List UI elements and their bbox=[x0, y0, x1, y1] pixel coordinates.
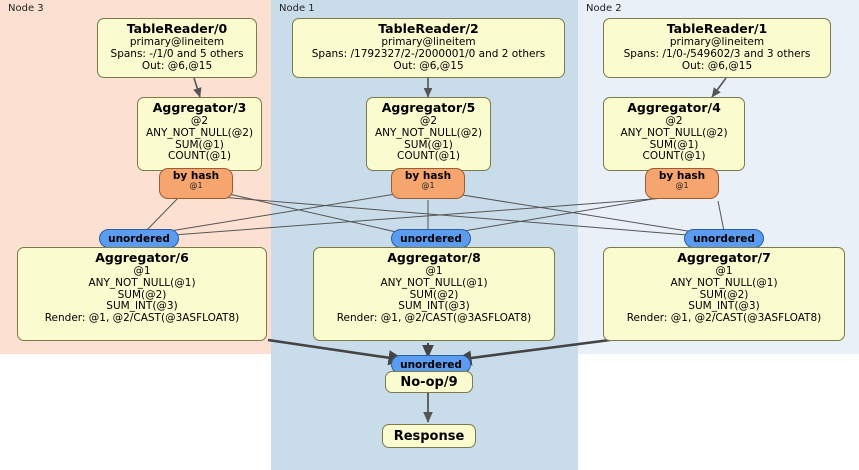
processor-aggregator-6[interactable]: Aggregator/6 @1 ANY_NOT_NULL(@1) SUM(@2)… bbox=[17, 247, 267, 341]
processor-line: SUM(@2) bbox=[117, 288, 167, 301]
router-column: @1 bbox=[421, 181, 435, 191]
processor-line: SUM_INT(@3) bbox=[398, 300, 470, 313]
receiver-label: unordered bbox=[400, 232, 462, 245]
processor-title: TableReader/1 bbox=[666, 21, 768, 36]
processor-line: SUM(@1) bbox=[175, 138, 224, 151]
processor-title: Aggregator/4 bbox=[627, 100, 721, 115]
router-column: @1 bbox=[675, 181, 689, 191]
router-by-hash-right[interactable]: by hash @1 bbox=[645, 168, 719, 199]
processor-line: ANY_NOT_NULL(@2) bbox=[620, 126, 728, 139]
processor-tablereader-2[interactable]: TableReader/2 primary@lineitem Spans: /1… bbox=[292, 18, 565, 78]
router-label: by hash bbox=[172, 170, 220, 182]
processor-line: @1 bbox=[133, 265, 151, 277]
processor-line: COUNT(@1) bbox=[642, 150, 706, 163]
receiver-label: unordered bbox=[693, 232, 755, 245]
processor-aggregator-3[interactable]: Aggregator/3 @2 ANY_NOT_NULL(@2) SUM(@1)… bbox=[137, 97, 262, 171]
processor-title: Aggregator/8 bbox=[387, 250, 481, 265]
processor-aggregator-4[interactable]: Aggregator/4 @2 ANY_NOT_NULL(@2) SUM(@1)… bbox=[603, 97, 745, 171]
processor-line: Render: @1, @2/CAST(@3ASFLOAT8) bbox=[44, 312, 240, 324]
processor-tablereader-1[interactable]: TableReader/1 primary@lineitem Spans: /1… bbox=[603, 18, 831, 78]
router-label: by hash bbox=[658, 170, 706, 182]
receiver-unordered-right[interactable]: unordered bbox=[684, 229, 764, 248]
processor-line: Spans: /1792327/2-/2000001/0 and 2 other… bbox=[311, 47, 546, 60]
processor-line: Render: @1, @2/CAST(@3ASFLOAT8) bbox=[626, 312, 822, 324]
processor-noop-9[interactable]: No-op/9 bbox=[385, 371, 473, 393]
processor-response[interactable]: Response bbox=[382, 424, 476, 448]
processor-line: ANY_NOT_NULL(@2) bbox=[374, 126, 483, 139]
processor-title: Aggregator/6 bbox=[95, 250, 189, 265]
processor-line: primary@lineitem bbox=[129, 36, 225, 48]
processor-line: SUM(@2) bbox=[699, 288, 749, 301]
router-by-hash-left[interactable]: by hash @1 bbox=[159, 168, 233, 199]
router-column: @1 bbox=[189, 181, 203, 191]
router-label: by hash bbox=[404, 170, 452, 182]
processor-line: COUNT(@1) bbox=[168, 150, 231, 163]
receiver-unordered-left[interactable]: unordered bbox=[99, 229, 179, 248]
processor-title: TableReader/0 bbox=[126, 21, 228, 36]
processor-line: @2 bbox=[665, 115, 683, 127]
processor-line: Spans: /1/0-/549602/3 and 3 others bbox=[623, 47, 811, 60]
processor-line: @2 bbox=[419, 115, 438, 127]
processor-title: Response bbox=[393, 428, 465, 444]
processor-aggregator-7[interactable]: Aggregator/7 @1 ANY_NOT_NULL(@1) SUM(@2)… bbox=[603, 247, 845, 341]
processor-tablereader-0[interactable]: TableReader/0 primary@lineitem Spans: -/… bbox=[97, 18, 257, 78]
processor-line: SUM_INT(@3) bbox=[106, 300, 178, 313]
processor-line: @2 bbox=[190, 115, 209, 127]
panel-node-3-label: Node 3 bbox=[8, 3, 44, 14]
processor-title: TableReader/2 bbox=[378, 21, 479, 36]
processor-aggregator-8[interactable]: Aggregator/8 @1 ANY_NOT_NULL(@1) SUM(@2)… bbox=[313, 247, 555, 341]
processor-line: primary@lineitem bbox=[669, 36, 765, 48]
receiver-unordered-middle[interactable]: unordered bbox=[391, 229, 471, 248]
processor-line: SUM_INT(@3) bbox=[688, 300, 760, 313]
receiver-label: unordered bbox=[108, 232, 170, 245]
processor-line: ANY_NOT_NULL(@1) bbox=[670, 276, 778, 289]
processor-line: @1 bbox=[425, 265, 443, 277]
processor-title: Aggregator/5 bbox=[381, 100, 476, 115]
processor-line: SUM(@1) bbox=[649, 138, 699, 151]
processor-line: ANY_NOT_NULL(@1) bbox=[380, 276, 488, 289]
processor-line: Out: @6,@15 bbox=[393, 59, 464, 72]
processor-line: primary@lineitem bbox=[381, 36, 476, 48]
processor-title: Aggregator/7 bbox=[677, 250, 771, 265]
processor-line: Spans: -/1/0 and 5 others bbox=[110, 47, 244, 60]
processor-line: COUNT(@1) bbox=[397, 150, 460, 163]
panel-node-2-label: Node 2 bbox=[586, 3, 622, 14]
processor-line: Render: @1, @2/CAST(@3ASFLOAT8) bbox=[336, 312, 532, 324]
processor-line: @1 bbox=[715, 265, 733, 277]
processor-line: ANY_NOT_NULL(@2) bbox=[145, 126, 254, 139]
processor-title: Aggregator/3 bbox=[152, 100, 247, 115]
processor-line: ANY_NOT_NULL(@1) bbox=[88, 276, 196, 289]
processor-line: SUM(@2) bbox=[409, 288, 459, 301]
receiver-label: unordered bbox=[400, 358, 462, 371]
processor-title: No-op/9 bbox=[400, 374, 458, 390]
processor-line: Out: @6,@15 bbox=[141, 59, 213, 72]
panel-node-1-label: Node 1 bbox=[279, 3, 315, 14]
processor-line: Out: @6,@15 bbox=[681, 59, 753, 72]
router-by-hash-middle[interactable]: by hash @1 bbox=[391, 168, 465, 199]
processor-aggregator-5[interactable]: Aggregator/5 @2 ANY_NOT_NULL(@2) SUM(@1)… bbox=[366, 97, 491, 171]
processor-line: SUM(@1) bbox=[404, 138, 453, 151]
